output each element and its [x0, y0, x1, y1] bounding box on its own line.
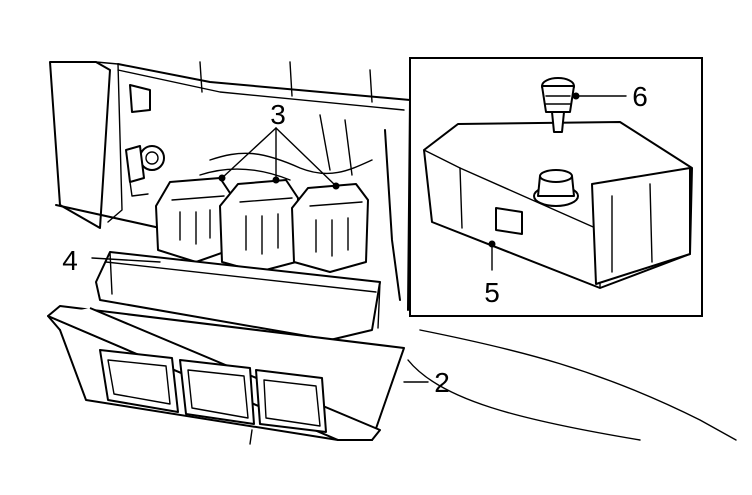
callout-3: 3: [270, 99, 286, 130]
console-lines: [407, 329, 737, 441]
callout-5: 5: [484, 277, 500, 308]
leader-lines: [91, 95, 627, 383]
callout-6: 6: [632, 81, 648, 112]
inset-detail: [409, 57, 703, 317]
callout-2: 2: [434, 367, 450, 398]
switch-housing: [47, 174, 405, 445]
callout-4: 4: [62, 245, 78, 276]
